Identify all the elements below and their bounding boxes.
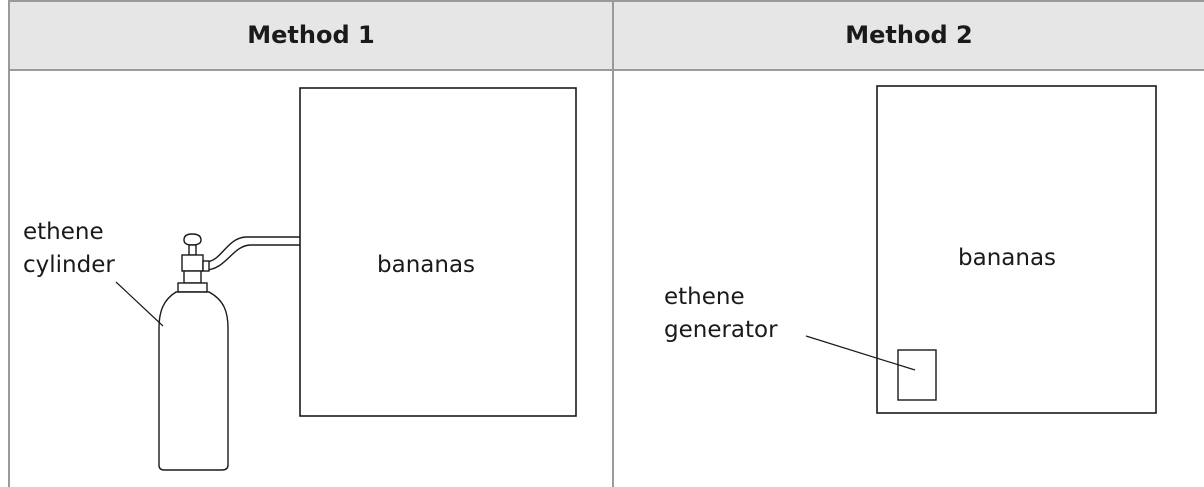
ethene-hose xyxy=(204,236,300,271)
header-method-1: Method 1 xyxy=(9,0,613,70)
ethene-generator-icon xyxy=(897,349,937,401)
table-grid xyxy=(8,0,1204,487)
header-method-2: Method 2 xyxy=(614,0,1204,70)
ethene-cylinder-icon xyxy=(158,233,229,471)
cylinder-label-line2: cylinder xyxy=(23,252,115,278)
generator-leader-line xyxy=(805,335,916,371)
method2-bananas-box xyxy=(876,85,1157,414)
method2-bananas-label: bananas xyxy=(958,245,1057,271)
method1-bananas-label: bananas xyxy=(377,252,476,278)
generator-label-line1: ethene xyxy=(664,284,745,310)
cylinder-leader-line xyxy=(115,281,164,327)
cylinder-label-line1: ethene xyxy=(23,219,104,245)
generator-label-line2: generator xyxy=(664,317,778,343)
method1-bananas-box xyxy=(299,87,577,417)
